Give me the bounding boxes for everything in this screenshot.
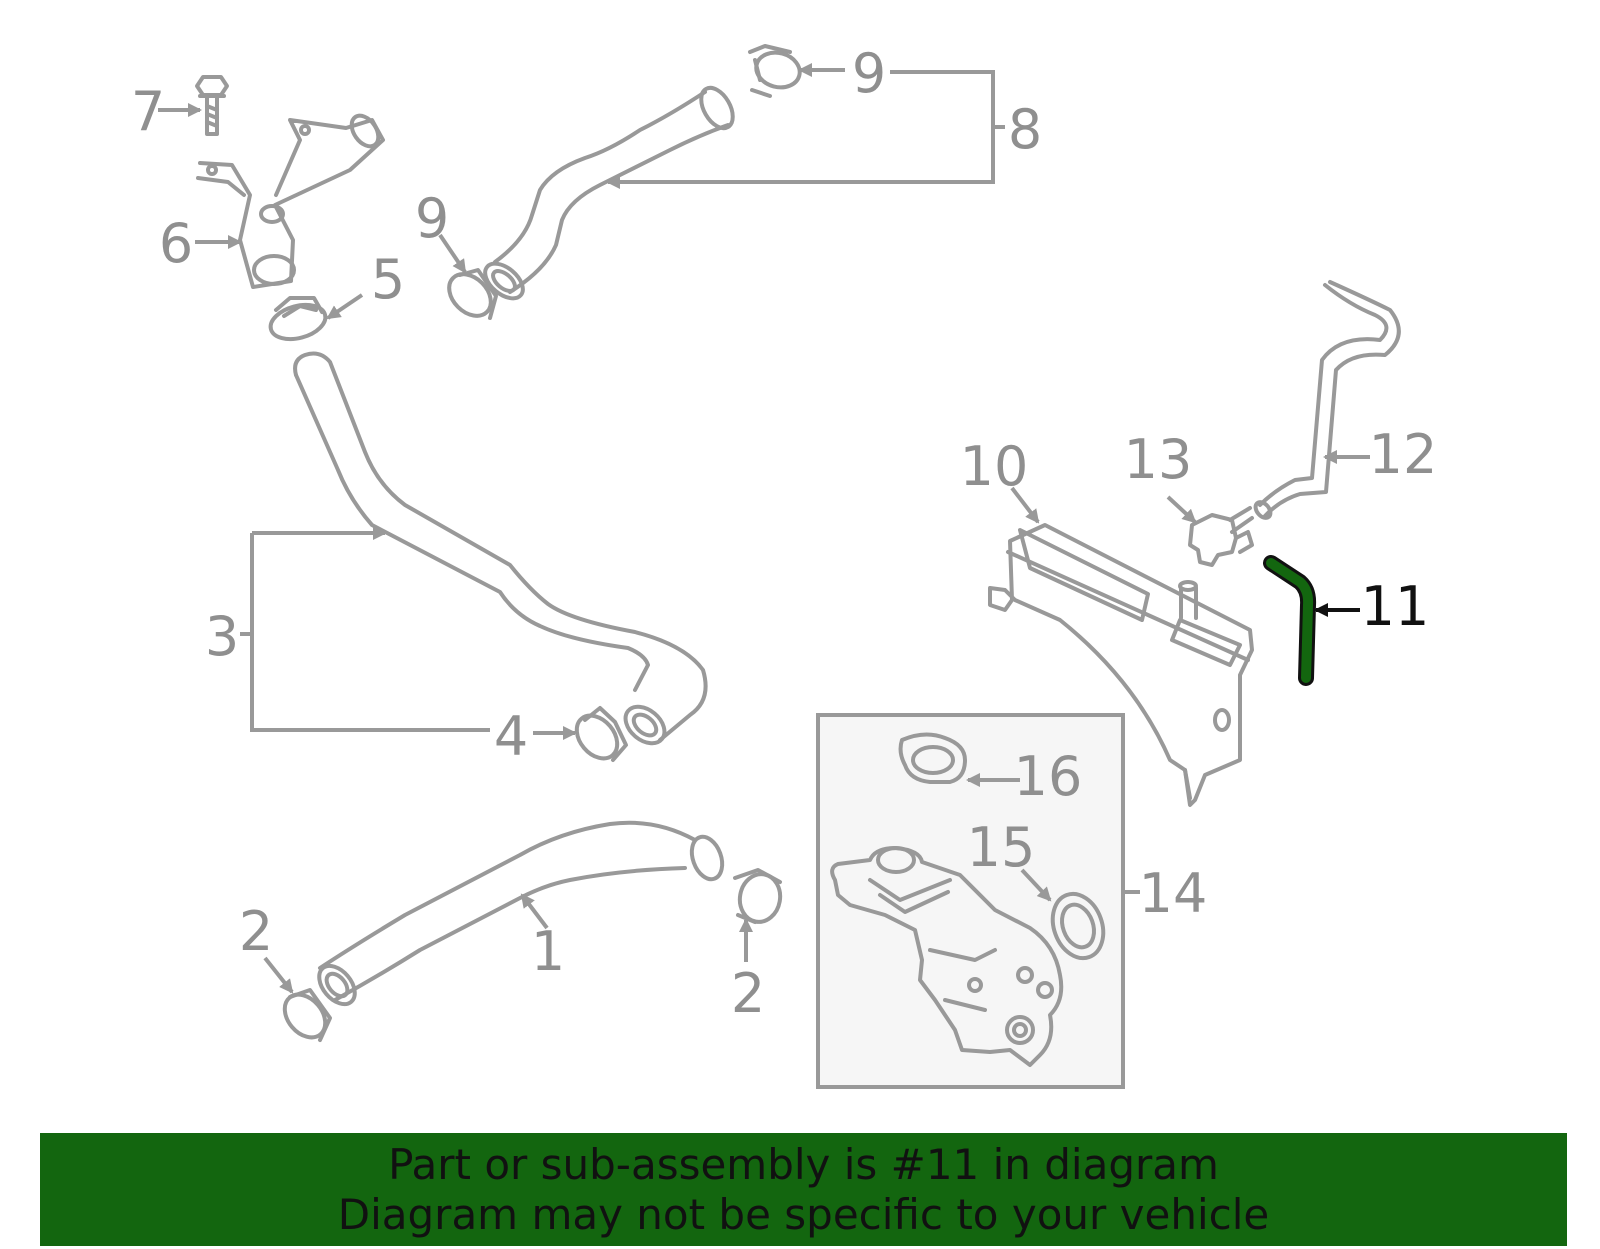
part-7-bolt: [195, 75, 229, 136]
callout-4: 4: [494, 705, 528, 768]
banner-line-part-number: Part or sub-assembly is #11 in diagram: [388, 1139, 1219, 1189]
part-2-clamp-right: [733, 868, 783, 924]
callout-3: 3: [205, 605, 239, 668]
callout-labels: 1 2 2 3 4 5 6 7 8 9 9 10 11 12 13 14 15 …: [131, 42, 1438, 1025]
callout-5: 5: [371, 248, 405, 311]
part-1-hose: [317, 820, 725, 1007]
part-10-reservoir: [988, 523, 1254, 807]
leader-10: [1010, 486, 1040, 524]
callout-14: 14: [1139, 862, 1208, 925]
part-9-clamp-upper: [748, 44, 802, 98]
part-3-hose: [293, 351, 708, 746]
leader-5: [326, 293, 364, 320]
callout-15: 15: [967, 816, 1036, 879]
callout-1: 1: [531, 920, 565, 983]
callout-8: 8: [1008, 98, 1042, 161]
leader-2-left: [263, 956, 294, 994]
part-4-clamp: [574, 706, 628, 762]
leader-lines: [158, 63, 1370, 994]
callout-6: 6: [159, 212, 193, 275]
part-15-seal: [1050, 891, 1106, 961]
callout-10: 10: [960, 435, 1029, 498]
banner-line-disclaimer: Diagram may not be specific to your vehi…: [337, 1189, 1270, 1239]
leader-8-bracket: [606, 70, 995, 189]
callout-7: 7: [131, 80, 165, 143]
part-info-banner: Part or sub-assembly is #11 in diagram D…: [40, 1133, 1567, 1246]
part-5-clamp: [268, 296, 328, 342]
leader-3-bracket: [240, 533, 490, 732]
leader-1: [520, 893, 549, 930]
callout-2-right: 2: [731, 962, 765, 1025]
callout-11: 11: [1361, 575, 1430, 638]
leader-9-lower: [438, 233, 467, 274]
callout-9-upper: 9: [852, 42, 886, 105]
part-12-hose: [1253, 280, 1401, 520]
part-16-gasket: [898, 732, 967, 784]
callout-13: 13: [1124, 428, 1193, 491]
part-9-clamp-lower: [447, 268, 498, 320]
leader-13: [1166, 495, 1197, 524]
part-13-fitting: [1188, 506, 1254, 567]
part-8-hose: [483, 85, 735, 301]
part-14-water-pump: [830, 846, 1064, 1067]
callout-9-lower: 9: [415, 187, 449, 250]
part-2-clamp-left: [282, 988, 332, 1042]
callout-16: 16: [1014, 745, 1083, 808]
callout-12: 12: [1369, 423, 1438, 486]
leader-15: [1020, 868, 1052, 902]
part-6-coolant-outlet: [196, 113, 385, 289]
callout-2-left: 2: [239, 900, 273, 963]
part-11-hose-highlighted: [1263, 555, 1317, 686]
